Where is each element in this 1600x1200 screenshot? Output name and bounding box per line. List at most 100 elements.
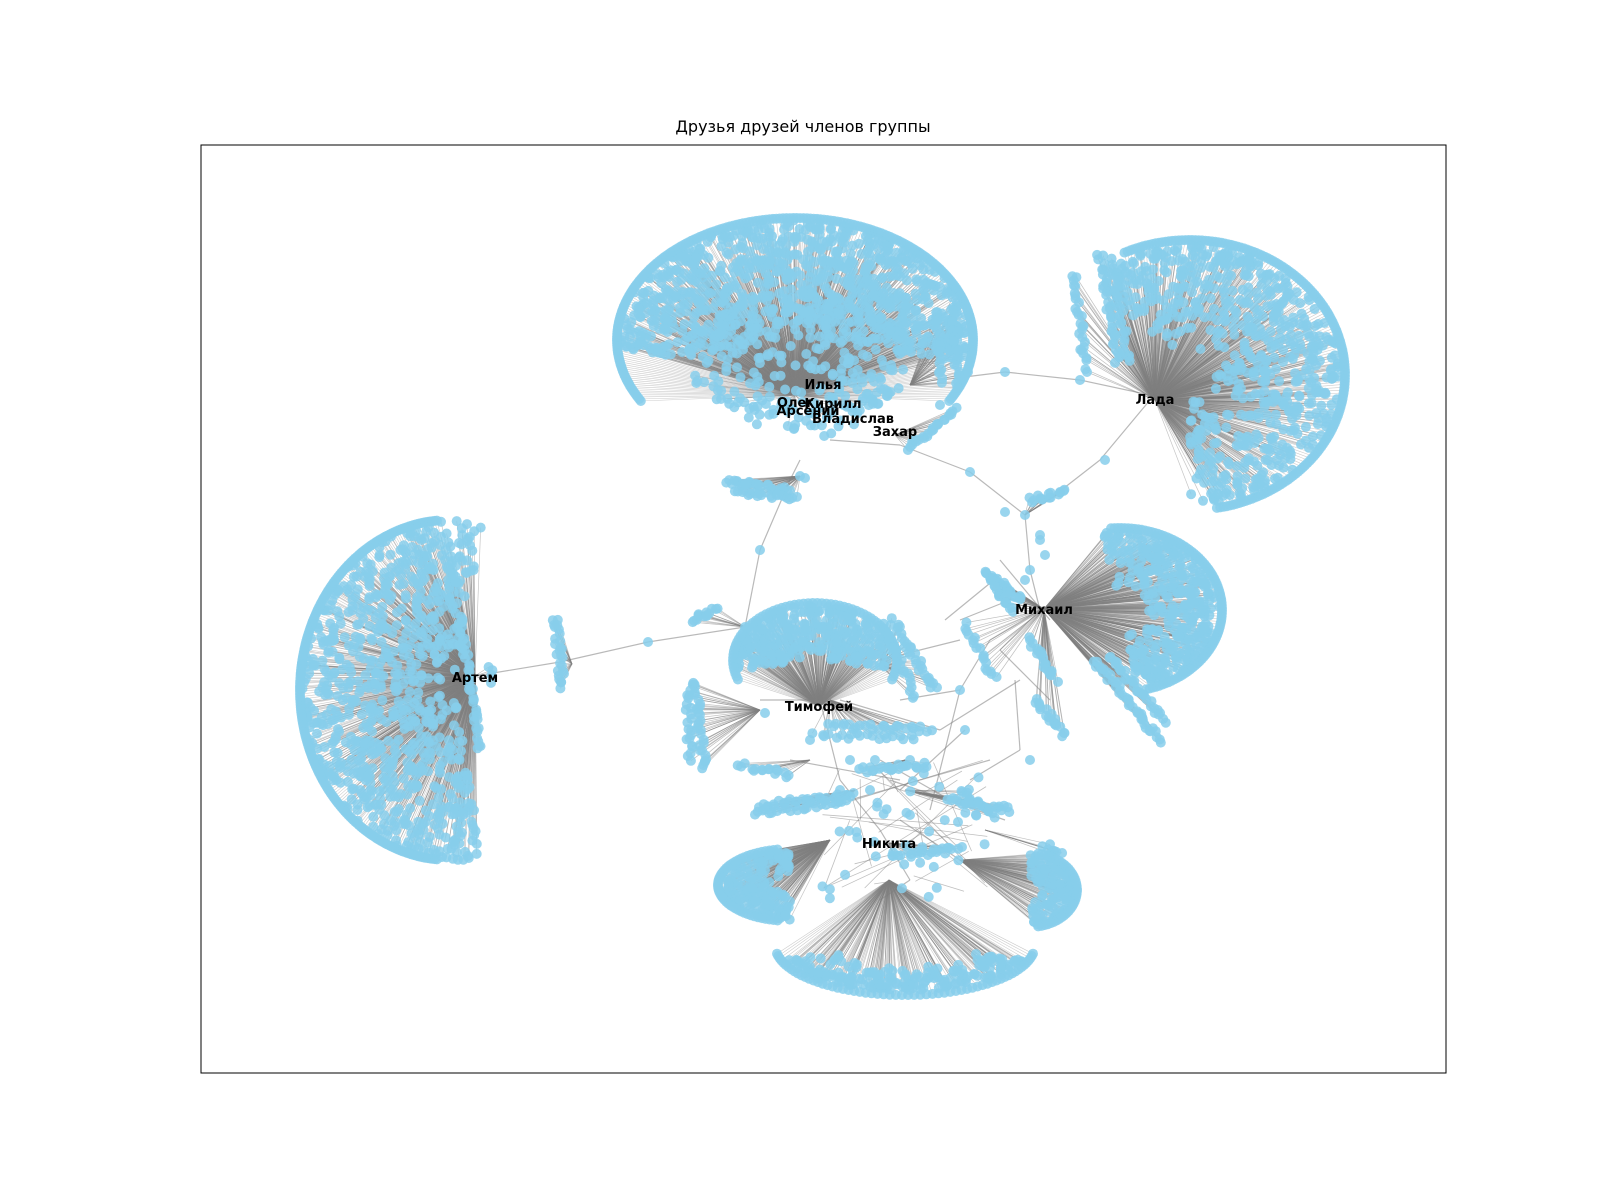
edge: [1154, 316, 1212, 401]
edge: [692, 347, 796, 396]
edge: [1154, 288, 1215, 401]
edge: [939, 679, 1021, 731]
edge: [794, 318, 953, 396]
edge: [794, 259, 839, 396]
edge: [1154, 399, 1274, 403]
edge: [1143, 308, 1156, 401]
edge: [1154, 399, 1239, 447]
edge: [1154, 381, 1263, 401]
edge: [773, 282, 796, 396]
edge: [1154, 383, 1239, 401]
edge: [794, 323, 808, 396]
edge: [1154, 313, 1168, 401]
edge: [1154, 399, 1245, 446]
edge: [1154, 399, 1191, 438]
edge: [909, 358, 958, 386]
edge: [909, 372, 940, 386]
edge: [1154, 389, 1238, 401]
edge: [785, 312, 796, 396]
edge: [782, 264, 796, 396]
edge: [1154, 399, 1194, 403]
edge: [559, 641, 649, 663]
edge: [1143, 310, 1156, 401]
edge: [1154, 399, 1306, 441]
edge: [1154, 338, 1217, 401]
edge: [999, 649, 1051, 701]
edge: [1154, 399, 1219, 495]
edge: [909, 384, 958, 389]
edge: [1154, 251, 1177, 401]
edge: [1154, 324, 1243, 401]
edge: [794, 337, 811, 396]
edge: [1154, 370, 1259, 401]
edge: [794, 317, 807, 396]
edge: [839, 779, 881, 831]
edge: [1154, 324, 1158, 401]
edge: [1154, 337, 1281, 401]
edge: [696, 347, 796, 396]
edge: [1014, 679, 1021, 751]
edge: [1154, 333, 1223, 401]
edge: [1154, 374, 1220, 401]
edge: [1154, 399, 1310, 416]
edge: [754, 328, 796, 396]
edge: [713, 385, 796, 396]
edge: [1153, 289, 1156, 401]
edge: [1154, 333, 1168, 401]
edge: [1154, 381, 1298, 401]
edge: [1140, 271, 1156, 401]
edge: [1154, 320, 1163, 401]
edge: [1153, 287, 1156, 401]
edge: [1154, 260, 1250, 401]
edge: [702, 356, 796, 396]
edge: [1154, 347, 1225, 401]
edge: [1154, 257, 1250, 401]
edge: [1154, 399, 1206, 424]
edge: [1154, 274, 1245, 401]
edge: [670, 354, 796, 396]
edge: [784, 312, 796, 396]
edge: [1154, 399, 1195, 410]
edge: [909, 350, 941, 386]
edge: [1154, 345, 1219, 401]
edge: [1154, 399, 1243, 446]
edge: [939, 371, 1006, 381]
edge: [879, 879, 911, 901]
edge: [1154, 330, 1220, 401]
edge: [779, 262, 796, 396]
edge: [1154, 376, 1222, 401]
edge: [1029, 569, 1041, 611]
edge: [1151, 331, 1156, 401]
edge: [1154, 276, 1191, 401]
edge: [794, 297, 907, 396]
edge: [1148, 288, 1156, 401]
edge: [1154, 357, 1332, 401]
edge: [819, 699, 841, 781]
edge: [1154, 399, 1192, 443]
edge: [1154, 342, 1245, 401]
edge: [1154, 329, 1211, 401]
edge: [1154, 328, 1253, 401]
edge: [1138, 311, 1156, 401]
edge: [1154, 399, 1300, 409]
edge: [794, 341, 905, 396]
edge: [647, 626, 746, 643]
edge: [1154, 399, 1221, 457]
edge: [1154, 310, 1236, 401]
edge: [1154, 399, 1192, 421]
edge: [794, 263, 838, 396]
edge: [1144, 301, 1156, 401]
edge: [768, 265, 796, 396]
edge: [829, 439, 901, 446]
edge: [909, 371, 960, 386]
edge: [794, 323, 883, 396]
edge: [1154, 388, 1216, 401]
edge: [1154, 281, 1198, 401]
edge: [794, 341, 869, 396]
edge: [1154, 327, 1188, 401]
edge: [794, 265, 841, 396]
edge: [794, 333, 844, 396]
edge: [1154, 399, 1298, 410]
